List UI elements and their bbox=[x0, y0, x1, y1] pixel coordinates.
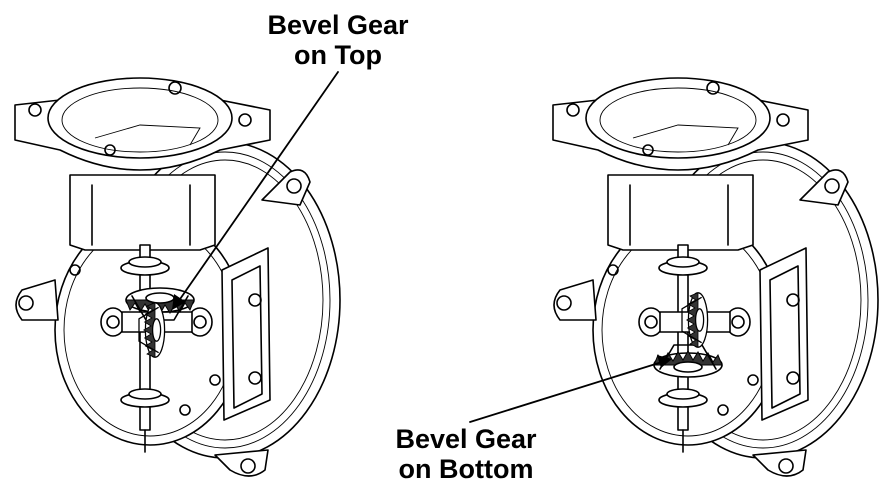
label-top-line1: Bevel Gear bbox=[267, 10, 409, 40]
label-top-line2: on Top bbox=[294, 40, 382, 70]
leader-arrow-top bbox=[172, 71, 339, 310]
right-actuator-assembly bbox=[552, 77, 879, 477]
leader-arrow-bottom bbox=[469, 355, 672, 423]
label-bevel-gear-on-top: Bevel Gear on Top bbox=[238, 10, 438, 70]
label-bottom-line2: on Bottom bbox=[398, 454, 534, 484]
label-bottom-line1: Bevel Gear bbox=[395, 424, 537, 454]
label-bevel-gear-on-bottom: Bevel Gear on Bottom bbox=[366, 424, 566, 484]
